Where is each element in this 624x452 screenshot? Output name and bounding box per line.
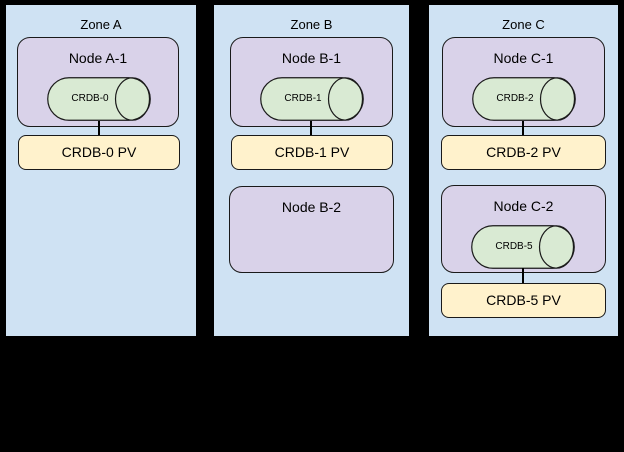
node-c-1-title: Node C-1 [493, 50, 554, 66]
node-b-1: Node B-1 CRDB-1 [230, 37, 393, 127]
cylinder-shape-icon [260, 77, 364, 121]
pv-box-crdb-2: CRDB-2 PV [441, 135, 606, 170]
node-c-1: Node C-1 CRDB-2 [442, 37, 605, 127]
zone-b: Zone B Node B-1 CRDB-1 CRDB-1 PV Node B-… [212, 3, 411, 338]
zone-a: Zone A Node A-1 CRDB-0 CRDB-0 PV [4, 3, 198, 338]
database-label: CRDB-0 [71, 93, 109, 104]
database-label: CRDB-2 [496, 93, 534, 104]
database-cylinder-crdb-0: CRDB-0 [47, 77, 151, 121]
zone-a-title: Zone A [80, 17, 122, 32]
node-b-2-title: Node B-2 [281, 199, 342, 215]
database-cylinder-crdb-5: CRDB-5 [471, 225, 575, 269]
connector-line [522, 121, 524, 135]
zone-c: Zone C Node C-1 CRDB-2 CRDB-2 PV Node C-… [427, 3, 620, 338]
node-c-2-title: Node C-2 [493, 198, 554, 214]
node-b-2: Node B-2 [229, 186, 394, 273]
zone-c-title: Zone C [502, 17, 545, 32]
connector-line [522, 268, 524, 283]
node-a-1: Node A-1 CRDB-0 [17, 37, 179, 127]
node-a-1-title: Node A-1 [68, 50, 128, 66]
cylinder-shape-icon [472, 77, 576, 121]
database-cylinder-crdb-1: CRDB-1 [260, 77, 364, 121]
zone-b-title: Zone B [290, 17, 333, 32]
database-label: CRDB-1 [284, 93, 322, 104]
database-label: CRDB-5 [495, 241, 533, 252]
pv-box-crdb-1: CRDB-1 PV [231, 135, 393, 170]
node-c-2: Node C-2 CRDB-5 [441, 185, 606, 273]
cylinder-shape-icon [47, 77, 151, 121]
pv-box-crdb-0: CRDB-0 PV [18, 135, 180, 170]
node-b-1-title: Node B-1 [281, 50, 342, 66]
connector-line [310, 121, 312, 135]
connector-line [98, 121, 100, 135]
cylinder-shape-icon [471, 225, 575, 269]
database-cylinder-crdb-2: CRDB-2 [472, 77, 576, 121]
pv-box-crdb-5: CRDB-5 PV [441, 283, 606, 318]
